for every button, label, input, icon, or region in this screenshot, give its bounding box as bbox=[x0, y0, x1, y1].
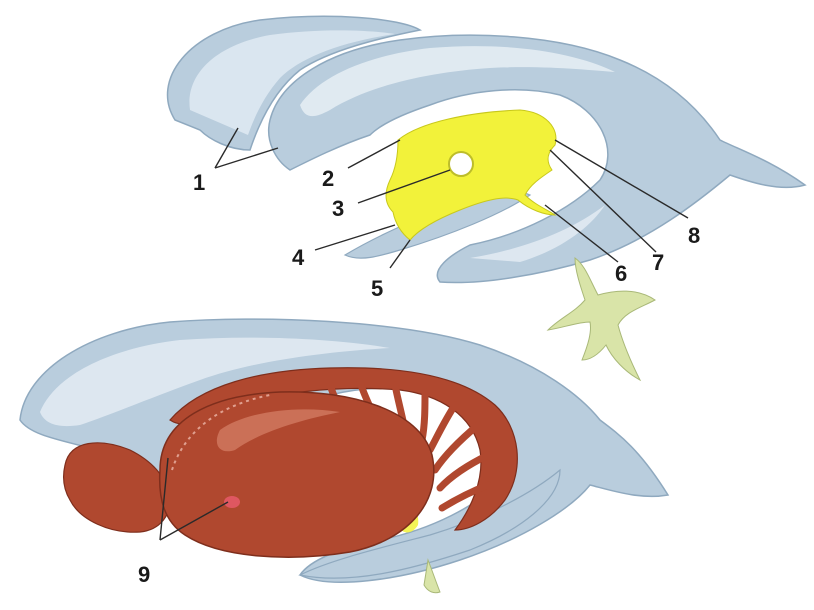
label-2: 2 bbox=[322, 166, 334, 191]
label-5: 5 bbox=[371, 276, 383, 301]
pituitary bbox=[548, 258, 655, 380]
label-9: 9 bbox=[138, 562, 150, 587]
label-6: 6 bbox=[615, 261, 627, 286]
interthalamic-adhesion bbox=[449, 152, 473, 176]
bottom-figure bbox=[20, 319, 668, 593]
red-spot bbox=[224, 496, 240, 508]
label-8: 8 bbox=[688, 223, 700, 248]
label-3: 3 bbox=[332, 196, 344, 221]
label-4: 4 bbox=[292, 245, 305, 270]
label-1: 1 bbox=[193, 170, 205, 195]
label-7: 7 bbox=[652, 250, 664, 275]
leader-2 bbox=[348, 140, 400, 168]
